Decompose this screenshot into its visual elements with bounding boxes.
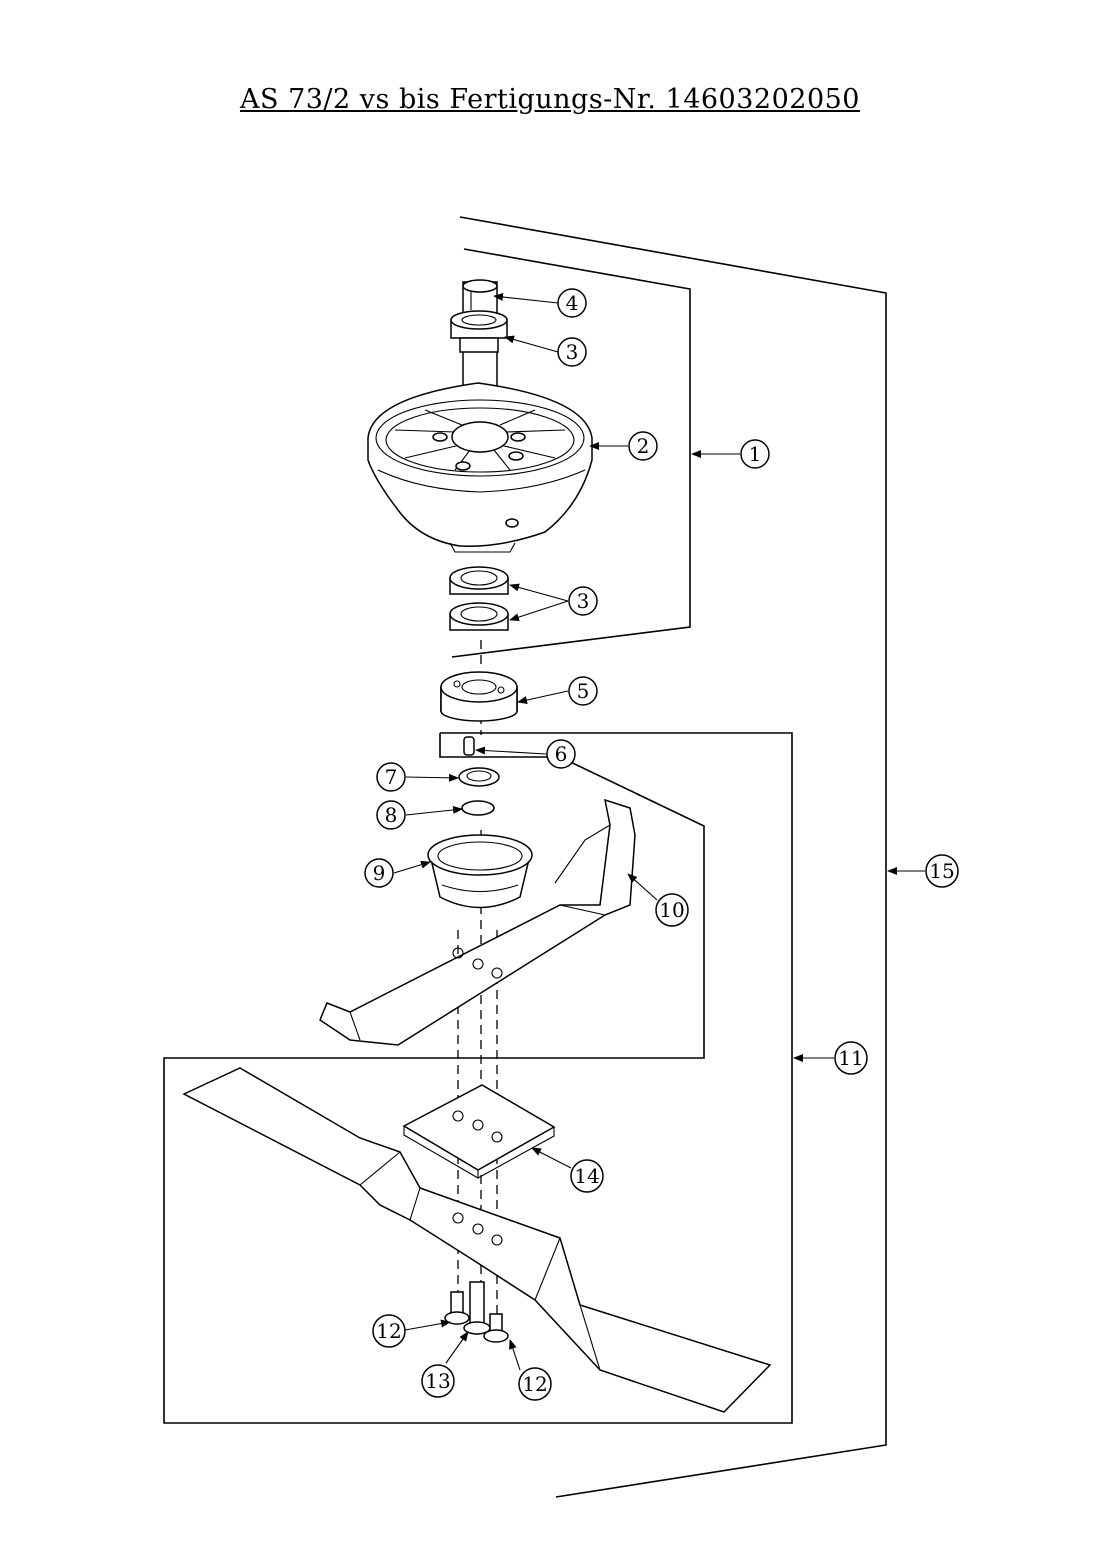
callout-3-top-label: 3: [566, 340, 579, 364]
diagram-title: AS 73/2 vs bis Fertigungs-Nr. 1460320205…: [240, 84, 860, 115]
callout-3-bottom-label: 3: [577, 589, 590, 613]
callout-10-label: 10: [659, 898, 684, 922]
callout-15-label: 15: [929, 859, 954, 883]
group-bracket-1: [451, 248, 691, 658]
callout-5-label: 5: [577, 679, 590, 703]
bolt-part-12-left: [444, 1291, 470, 1325]
callout-4-label: 4: [566, 291, 579, 315]
callout-5: 5: [568, 676, 598, 706]
callout-8-label: 8: [385, 803, 398, 827]
hub-part-5: [440, 671, 518, 722]
blade-part-10: [319, 798, 636, 1046]
cup-part-9: [427, 834, 533, 909]
group-box-11: [163, 732, 793, 1424]
bearing-lower-part-3a: [449, 566, 509, 595]
washer-part-7: [458, 767, 500, 787]
circlip-part-8: [461, 800, 495, 816]
callout-11-label: 11: [838, 1046, 863, 1070]
callout-6-label: 6: [555, 742, 568, 766]
callout-11: 11: [834, 1041, 868, 1075]
main-blade: [182, 1067, 772, 1413]
callout-12-left-label: 12: [376, 1319, 401, 1343]
callout-9: 9: [364, 858, 394, 888]
callout-13-label: 13: [425, 1369, 450, 1393]
group-bracket-15: [459, 216, 887, 1498]
callout-10: 10: [655, 893, 689, 927]
callout-7: 7: [376, 762, 406, 792]
callout-14: 14: [570, 1159, 604, 1193]
callout-13: 13: [421, 1364, 455, 1398]
callout-6: 6: [546, 739, 576, 769]
callout-9-label: 9: [373, 861, 386, 885]
callout-2-label: 2: [637, 434, 650, 458]
group-box-10: [440, 756, 705, 1059]
callout-7-label: 7: [385, 765, 398, 789]
bearing-top-part-3: [450, 310, 508, 353]
callout-12-right-label: 12: [522, 1372, 547, 1396]
callout-15: 15: [925, 854, 959, 888]
callout-1: 1: [740, 439, 770, 469]
callout-1-label: 1: [749, 442, 762, 466]
leader-lines: [393, 293, 925, 1371]
callout-12-left: 12: [372, 1314, 406, 1348]
callout-8: 8: [376, 800, 406, 830]
callout-14-label: 14: [574, 1164, 599, 1188]
callout-4: 4: [557, 288, 587, 318]
bolt-part-12-right: [483, 1313, 509, 1343]
callout-3-top: 3: [557, 337, 587, 367]
callout-2: 2: [628, 431, 658, 461]
pin-part-6: [463, 736, 475, 756]
bolt-part-13: [463, 1281, 491, 1335]
bearing-lower-part-3b: [449, 602, 509, 631]
plate-part-14: [402, 1084, 556, 1179]
callout-12-right: 12: [518, 1367, 552, 1401]
housing-part-2: [367, 382, 593, 553]
callout-3-bottom: 3: [568, 586, 598, 616]
